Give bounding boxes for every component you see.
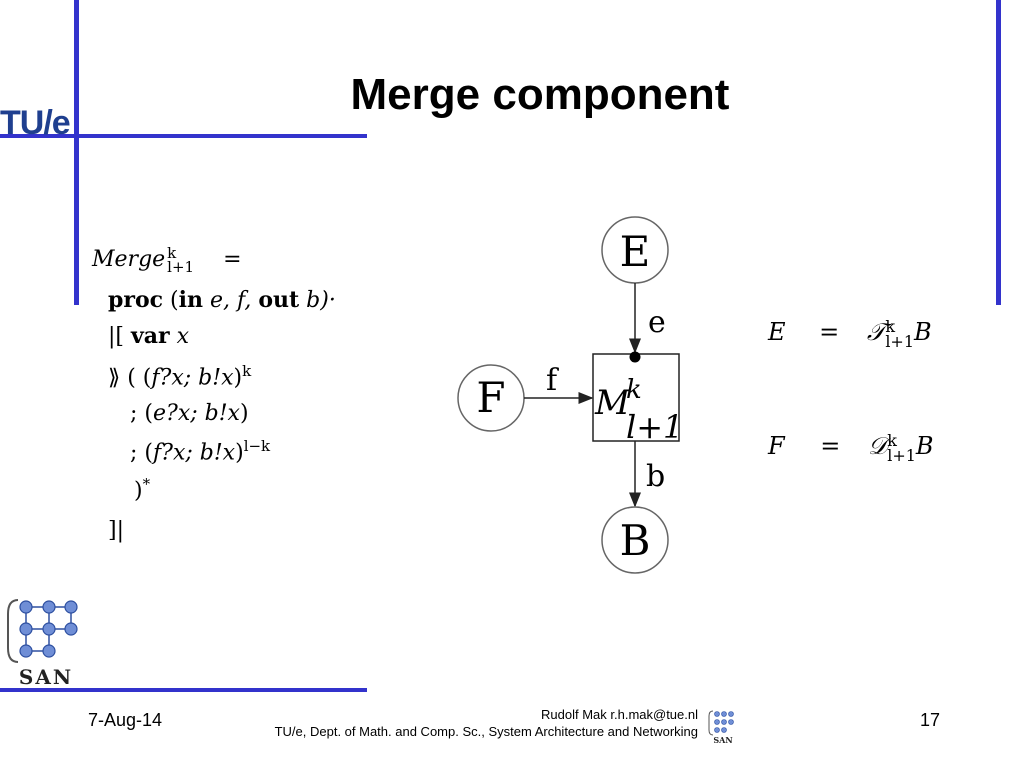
- var-name: x: [176, 324, 190, 349]
- merge-box-sup: k: [626, 375, 642, 405]
- eq2-sub: l+1: [887, 445, 916, 465]
- program-equals: =: [223, 247, 242, 272]
- eq1-sub: l+1: [885, 331, 915, 351]
- loop-sup-1: k: [242, 362, 252, 380]
- eq1-rhs: B: [914, 318, 932, 346]
- page-number: 17: [919, 710, 940, 730]
- eq1-equals: =: [819, 318, 840, 346]
- node-b-circle: [601, 506, 669, 574]
- proc-open: (: [163, 288, 179, 313]
- eq1-lhs: E: [768, 318, 786, 346]
- node-e-label: E: [620, 227, 651, 276]
- frame-line-top: [0, 134, 367, 138]
- san-logo: SAN: [7, 599, 78, 686]
- footer-author: Rudolf Mak r.h.mak@tue.nl: [541, 707, 698, 722]
- loop-body-1: f?x; b!x: [151, 365, 234, 391]
- program-line-4: ⟫ ( (f?x; b!x)k: [108, 362, 251, 390]
- repeat-star: *: [142, 475, 151, 493]
- slide-title: Merge component: [350, 70, 730, 119]
- program-name-sub: l+1: [167, 258, 195, 276]
- program-line-3: |[ var x: [108, 323, 189, 349]
- node-f-label: F: [476, 373, 505, 422]
- san-logo-text: SAN: [19, 665, 73, 686]
- tue-logo: TU/e: [0, 104, 71, 142]
- loop-close-3: ): [235, 440, 244, 466]
- edge-e-label: e: [648, 305, 666, 340]
- eq2-equals: =: [820, 432, 841, 460]
- block-close: ]|: [108, 518, 124, 543]
- footer-san-icon: SAN: [708, 710, 734, 744]
- program-line-7: )*: [134, 475, 150, 503]
- seq-prefix-2: ; (: [130, 440, 153, 466]
- repeat-close: ): [134, 478, 143, 504]
- merge-diagram: E e F f M k l+1 b B: [457, 216, 683, 574]
- loop-body-3: f?x; b!x: [153, 440, 236, 466]
- eq2-operator: 𝒟: [868, 432, 888, 460]
- loop-sup-3: l−k: [243, 437, 271, 455]
- frame-line-right: [996, 0, 1001, 305]
- program-line-2: proc (in e, f, out b)·: [108, 287, 336, 313]
- program-name: Merge: [92, 247, 166, 272]
- proc-in-args: e, f,: [202, 288, 259, 313]
- frame-line-bottom: [0, 688, 367, 692]
- merge-box-label: M: [594, 383, 631, 423]
- merge-box-sub: l+1: [626, 408, 683, 446]
- loop-close-2: ): [239, 401, 249, 426]
- footer-date: 7-Aug-14: [88, 710, 163, 730]
- footer-dept: TU/e, Dept. of Math. and Comp. Sc., Syst…: [274, 724, 698, 739]
- kw-var: var: [131, 323, 170, 349]
- merge-box-dot: [629, 351, 641, 363]
- loop-body-2: e?x; b!x: [153, 401, 240, 426]
- program-line-6: ; (f?x; b!x)l−k: [130, 437, 270, 465]
- program-name-sup: k: [167, 244, 177, 262]
- block-open: |[: [108, 324, 124, 349]
- eq1-operator: 𝒯: [866, 318, 886, 346]
- edge-f-label: f: [546, 363, 559, 398]
- program-line-8: ]|: [108, 518, 124, 543]
- eq2-lhs: F: [768, 432, 785, 460]
- edge-b-label: b: [646, 459, 665, 494]
- eq2-sup: k: [887, 430, 897, 450]
- kw-proc: proc: [108, 287, 164, 313]
- eq1-sup: k: [885, 316, 896, 336]
- footer-author-block: Rudolf Mak r.h.mak@tue.nl TU/e, Dept. of…: [230, 706, 698, 740]
- program-line-5: ; (e?x; b!x): [130, 401, 249, 426]
- proc-out-args: b)·: [299, 288, 336, 313]
- loop-prefix: ⟫ ( (: [108, 365, 152, 391]
- eq2-rhs: B: [915, 432, 934, 460]
- svg-text:SAN: SAN: [713, 735, 732, 744]
- loop-close-1: ): [233, 365, 243, 391]
- kw-in: in: [178, 287, 203, 313]
- kw-out: out: [258, 287, 300, 313]
- node-b-label: B: [620, 516, 651, 565]
- seq-prefix-1: ; (: [130, 401, 153, 426]
- frame-line-left: [74, 0, 79, 305]
